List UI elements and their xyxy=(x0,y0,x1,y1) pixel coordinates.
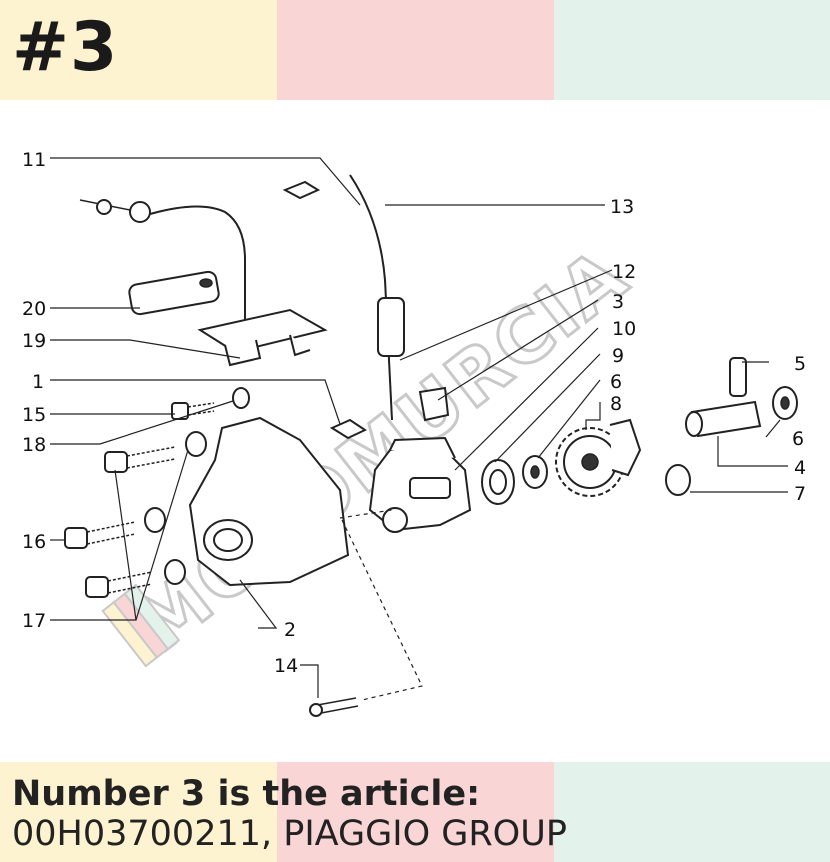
footer-color-band xyxy=(0,762,830,862)
callout-18: 18 xyxy=(22,434,46,456)
callout-19: 19 xyxy=(22,330,46,352)
callout-12: 12 xyxy=(612,261,636,283)
gear xyxy=(555,418,642,497)
callout-10: 10 xyxy=(612,318,636,340)
callout-11: 11 xyxy=(22,149,46,171)
callout-14: 14 xyxy=(274,655,298,677)
washer-16 xyxy=(144,507,166,533)
bolt-14 xyxy=(309,697,359,717)
long-hose xyxy=(349,174,405,421)
callout-8: 8 xyxy=(610,393,622,415)
shaft-4 xyxy=(685,400,762,438)
footer-band-pink xyxy=(277,762,554,862)
cover xyxy=(188,416,350,587)
washer-18b xyxy=(185,431,207,457)
exploded-parts-diagram: MOTOMURCIA xyxy=(22,149,806,717)
callout-labels: 11 13 12 20 3 19 10 9 1 6 5 8 15 6 18 4 … xyxy=(22,149,806,677)
washer-18a xyxy=(232,387,250,409)
circlip-7 xyxy=(665,464,691,496)
pin-5 xyxy=(729,357,747,397)
bolt-long-a xyxy=(104,446,176,473)
washer-6-hole xyxy=(530,465,540,479)
band-pink xyxy=(277,0,554,100)
leader-lines xyxy=(50,157,788,698)
callout-9: 9 xyxy=(612,345,624,367)
cable-assembly xyxy=(79,199,328,367)
washer-17 xyxy=(164,559,186,585)
band-green xyxy=(554,0,830,100)
callout-13: 13 xyxy=(610,196,634,218)
callout-16: 16 xyxy=(22,531,46,553)
washer-6-right-hole xyxy=(780,396,790,410)
caption-article-code: 00H03700211, PIAGGIO GROUP xyxy=(12,814,567,854)
callout-4: 4 xyxy=(794,457,806,479)
callout-5: 5 xyxy=(794,353,806,375)
pump-body xyxy=(368,436,472,533)
bolt-16 xyxy=(64,521,136,549)
callout-6a: 6 xyxy=(610,371,622,393)
band-yellow xyxy=(0,0,277,100)
part-number-badge: #3 xyxy=(12,8,119,87)
caption-heading: Number 3 is the article: xyxy=(12,774,481,814)
footer-band-yellow xyxy=(0,762,277,862)
clip xyxy=(418,386,450,422)
callout-6b: 6 xyxy=(792,428,804,450)
callout-17: 17 xyxy=(22,610,46,632)
small-links xyxy=(282,180,368,440)
seal-ring-9-inner xyxy=(489,469,507,495)
dashed-assembly-line xyxy=(339,509,423,701)
callout-3: 3 xyxy=(612,291,624,313)
callout-1: 1 xyxy=(32,371,44,393)
callout-2: 2 xyxy=(284,619,296,641)
callout-15: 15 xyxy=(22,404,46,426)
footer-band-green xyxy=(554,762,830,862)
header-color-band xyxy=(0,0,830,100)
bolt-15 xyxy=(171,402,215,420)
callout-20: 20 xyxy=(22,298,46,320)
callout-7: 7 xyxy=(794,483,806,505)
